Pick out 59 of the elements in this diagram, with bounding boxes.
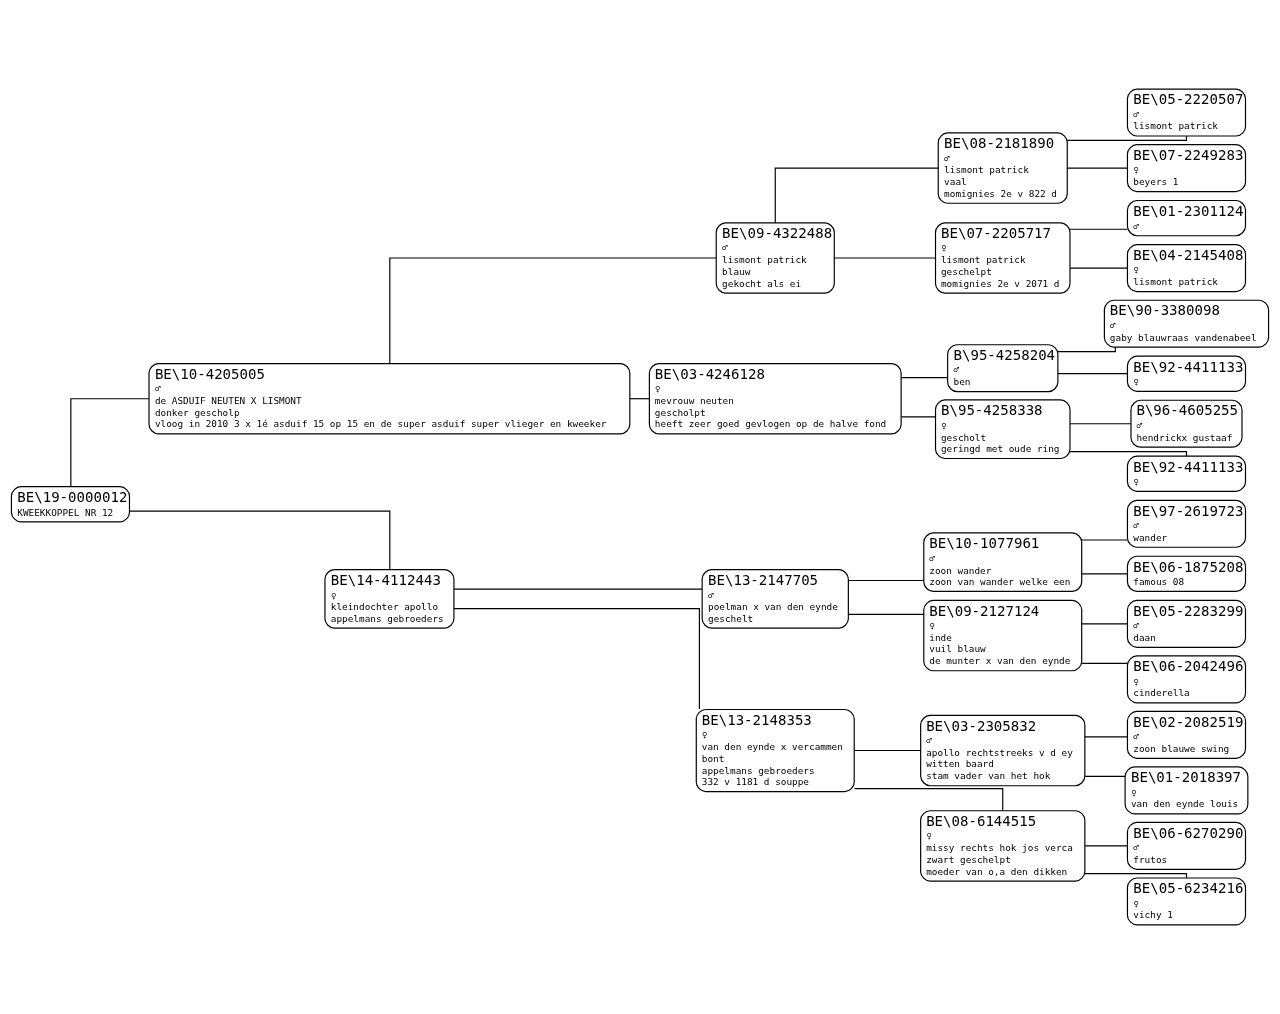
node-box: BE\03-4246128 ♀ mevrouw neuten gescholpt heeft zeer goed gevlogen op de halve fond bbox=[648, 362, 902, 435]
node-box: BE\19-0000012 KWEEKKOPPEL NR 12 bbox=[10, 486, 131, 523]
node-box: BE\06-1875208 famous 08 bbox=[1126, 555, 1247, 592]
connector bbox=[1069, 228, 1128, 230]
node-box: B\96-4605255 ♂ hendrickx gustaaf bbox=[1130, 399, 1243, 448]
node-box: BE\92-4411133 ♀ bbox=[1126, 455, 1247, 492]
node-box: B\95-4258204 ♂ ben bbox=[947, 344, 1059, 393]
node-box: BE\05-6234216 ♀ vichy 1 bbox=[1126, 877, 1247, 926]
node-box: BE\92-4411133 ♀ bbox=[1126, 355, 1247, 392]
node-box: BE\05-2283299 ♂ daan bbox=[1126, 599, 1247, 648]
connector bbox=[629, 398, 650, 400]
node-box: BE\14-4112443 ♀ kleindochter apollo appelmans gebroeders bbox=[324, 568, 455, 629]
connector bbox=[1081, 573, 1128, 575]
node-box: BE\01-2301124 ♂ bbox=[1126, 199, 1247, 237]
connector bbox=[853, 788, 1004, 812]
node-box: BE\09-4322488 ♂ lismont patrick blauw gekocht als ei bbox=[715, 222, 835, 294]
node-box: BE\02-2082519 ♂ zoon blauwe swing bbox=[1126, 710, 1247, 759]
connector bbox=[129, 510, 391, 570]
node-box: BE\10-1077961 ♂ zoon wander zoon van wander welke een bbox=[923, 532, 1083, 592]
node-box: B\95-4258338 ♀ gescholt geringd met oude ring bbox=[934, 399, 1071, 460]
node-box: BE\06-2042496 ♀ cinderella bbox=[1126, 655, 1247, 704]
connector bbox=[847, 579, 925, 582]
node-box: BE\97-2619723 ♂ wander bbox=[1126, 499, 1247, 548]
connector bbox=[1069, 267, 1128, 269]
node-box: BE\13-2148353 ♀ van den eynde x vercammen bont appelmans gebroeders 332 v 1181 d souppe bbox=[695, 708, 855, 793]
node-box: BE\04-2145408 ♀ lismont patrick bbox=[1126, 244, 1247, 293]
connector bbox=[1084, 736, 1128, 738]
node-box: BE\07-2249283 ♀ beyers 1 bbox=[1126, 144, 1247, 193]
node-box: BE\07-2205717 ♀ lismont patrick geschelpt momignies 2e v 2071 d bbox=[934, 222, 1071, 294]
node-box: BE\90-3380098 ♂ gaby blauwraas vandenabeel bbox=[1103, 299, 1270, 348]
node-box: BE\09-2127124 ♀ inde vuil blauw de munter x van den eynde bbox=[923, 599, 1083, 672]
connector bbox=[453, 588, 703, 590]
node-box: BE\08-2181890 ♂ lismont patrick vaal momignies 2e v 822 d bbox=[937, 132, 1068, 204]
connector bbox=[1069, 451, 1188, 457]
connector bbox=[900, 416, 936, 418]
connector bbox=[1057, 373, 1128, 375]
connector bbox=[900, 377, 949, 379]
connector bbox=[1084, 775, 1126, 777]
connector bbox=[833, 257, 936, 259]
connector bbox=[853, 749, 921, 752]
connector bbox=[1081, 662, 1128, 664]
node-box: BE\01-2018397 ♀ van den eynde louis bbox=[1124, 766, 1249, 815]
connector bbox=[1069, 423, 1132, 425]
connector bbox=[1081, 623, 1128, 625]
connector bbox=[1066, 167, 1128, 169]
connector bbox=[453, 608, 700, 710]
node-box: BE\08-6144515 ♀ missy rechts hok jos verca zwart geschelpt moeder van o,a den dikken bbox=[920, 810, 1086, 882]
connector bbox=[774, 167, 939, 224]
connector bbox=[1081, 539, 1128, 541]
node-box: BE\10-4205005 ♂ de ASDUIF NEUTEN X LISMONT donker gescholp vloog in 2010 3 x 1é asduif 15 op 15 en de super asduif super vlieger en kweeker bbox=[148, 362, 631, 435]
connector bbox=[1084, 845, 1128, 847]
node-box: BE\06-6270290 ♂ frutos bbox=[1126, 821, 1247, 870]
connector bbox=[847, 613, 925, 615]
node-box: BE\03-2305832 ♂ apollo rechtstreeks v d ey witten baard stam vader van het hok bbox=[920, 714, 1086, 787]
connector bbox=[70, 398, 150, 488]
node-box: BE\05-2220507 ♂ lismont patrick bbox=[1126, 88, 1247, 137]
node-box: BE\13-2147705 ♂ poelman x van den eynde geschelt bbox=[701, 568, 849, 629]
connector bbox=[389, 257, 717, 364]
connector bbox=[1057, 346, 1116, 353]
